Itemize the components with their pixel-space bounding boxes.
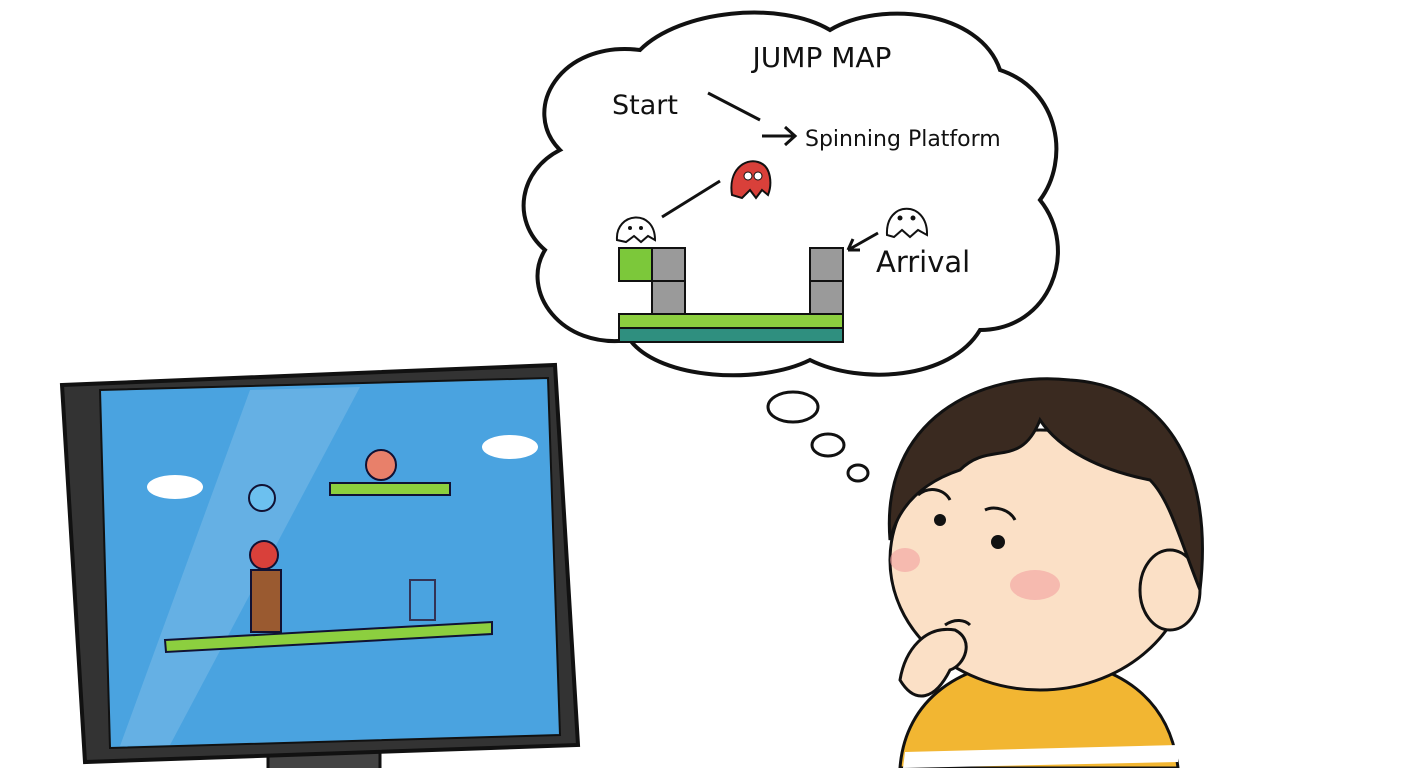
thought-bubble-large: [766, 390, 820, 424]
brick-column: [250, 569, 282, 633]
orange-enemy-icon: [365, 449, 397, 481]
thought-bubble-small: [846, 463, 870, 483]
arrow-left-icon: [846, 231, 879, 252]
thinking-boy: [887, 377, 1204, 768]
stone-block: [809, 280, 844, 315]
game-screen: [98, 376, 562, 750]
arrival-ghost-icon: [885, 207, 929, 239]
grass-platform: [618, 313, 844, 329]
arrow-right-icon: [762, 125, 798, 147]
floating-platform: [329, 482, 451, 496]
spinning-platform-label: Spinning Platform: [805, 127, 1001, 152]
map-title: JUMP MAP: [751, 41, 892, 74]
cloud-icon: [482, 435, 538, 459]
green-block: [618, 247, 653, 282]
cloud-icon: [147, 475, 203, 499]
ground-platform: [163, 620, 493, 654]
white-ghost-icon: [615, 216, 657, 244]
hand-on-chin: [898, 627, 968, 698]
eye: [991, 535, 1005, 549]
stone-block: [651, 280, 686, 315]
monitor: [59, 362, 581, 768]
sketch-character-icon: [409, 579, 436, 621]
arrival-label: Arrival: [876, 245, 970, 279]
blue-character-icon: [248, 484, 276, 512]
stone-block: [809, 247, 844, 282]
hair: [887, 377, 1204, 591]
thought-bubble-medium: [810, 432, 846, 458]
water-strip: [618, 327, 844, 343]
path-line: [707, 91, 761, 122]
red-enemy-icon: [249, 540, 279, 570]
red-ghost-icon: [730, 160, 772, 200]
eyebrows: [917, 488, 1017, 521]
eye: [934, 514, 946, 526]
cheek: [1010, 570, 1060, 600]
start-label: Start: [612, 90, 678, 121]
mouth: [944, 619, 972, 627]
stone-block: [651, 247, 686, 282]
thought-cloud: JUMP MAP Start Spinning Platform Arrival: [521, 10, 1060, 483]
